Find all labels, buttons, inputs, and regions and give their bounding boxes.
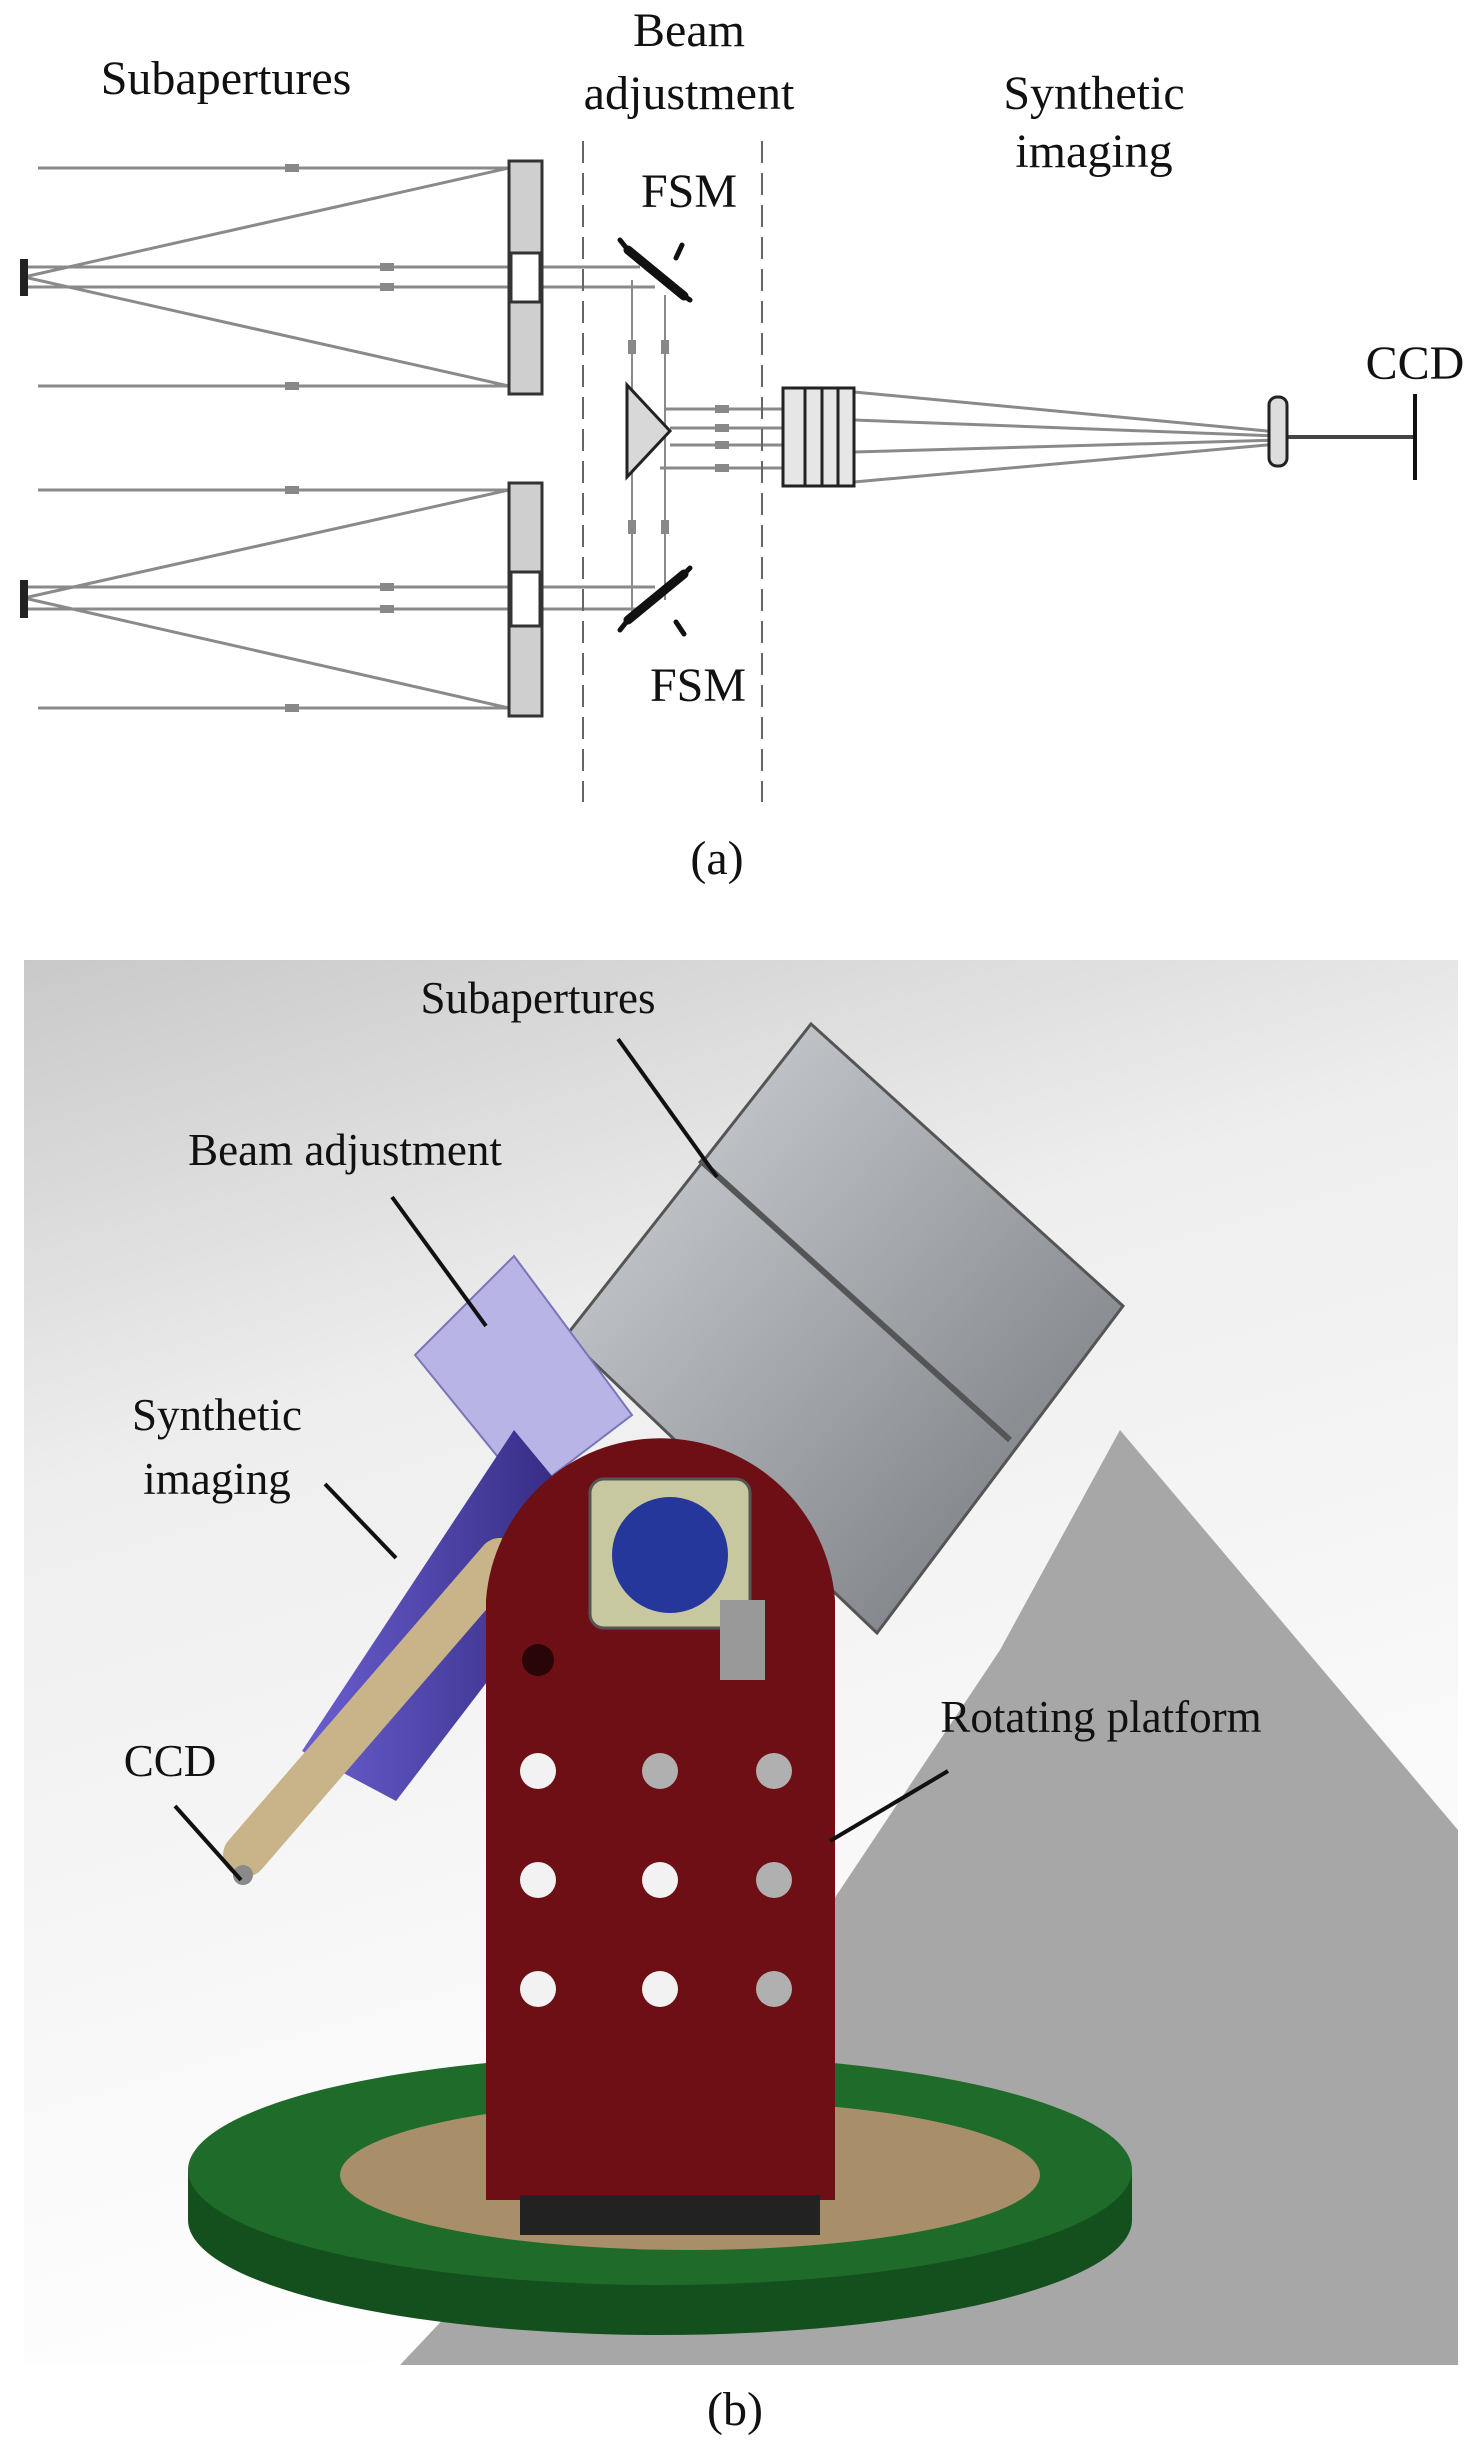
label-b-beam-adjustment: Beam adjustment xyxy=(188,1125,502,1175)
optical-layout-diagram: Subapertures Beam adjustment Synthetic i… xyxy=(20,4,1465,885)
label-fsm-bottom: FSM xyxy=(650,659,746,712)
label-synthetic: Synthetic xyxy=(1003,67,1184,120)
label-b-imaging: imaging xyxy=(143,1454,290,1504)
secondary-mirror-bottom xyxy=(20,580,28,618)
label-b-synthetic: Synthetic xyxy=(132,1390,302,1440)
ccd-barrel xyxy=(223,1538,522,1877)
field-lens xyxy=(1267,395,1289,468)
label-b-rotating-platform: Rotating platform xyxy=(940,1692,1261,1742)
secondary-mirror-top xyxy=(20,259,28,296)
primary-mirror-bottom xyxy=(507,481,544,718)
label-b-ccd: CCD xyxy=(124,1736,217,1786)
bracket xyxy=(720,1600,765,1680)
port-flange xyxy=(588,1477,752,1630)
ray-arrows xyxy=(285,164,729,712)
combining-prism xyxy=(625,381,673,481)
label-beam: Beam xyxy=(633,4,745,57)
beam-adjustment-block xyxy=(413,1254,634,1496)
platform-holes xyxy=(520,1644,792,2007)
label-adjustment: adjustment xyxy=(584,67,795,120)
caption-b: (b) xyxy=(707,2383,763,2436)
label-subapertures: Subapertures xyxy=(101,52,352,105)
label-ccd: CCD xyxy=(1366,337,1465,390)
label-b-subapertures: Subapertures xyxy=(421,973,656,1023)
tube-seam xyxy=(697,1157,1013,1443)
fsm-top-mirror xyxy=(617,237,693,303)
label-imaging: imaging xyxy=(1015,125,1172,178)
caption-a: (a) xyxy=(690,832,743,885)
ccd-camera xyxy=(233,1865,253,1885)
lens-group xyxy=(781,386,856,488)
leader-lines xyxy=(173,1037,950,1882)
fsm-bottom-mirror xyxy=(617,565,693,637)
platform-foot xyxy=(520,2195,820,2235)
primary-mirror-top xyxy=(507,159,544,396)
subaperture-tubes xyxy=(563,1021,1126,1636)
label-fsm-top: FSM xyxy=(641,165,737,218)
